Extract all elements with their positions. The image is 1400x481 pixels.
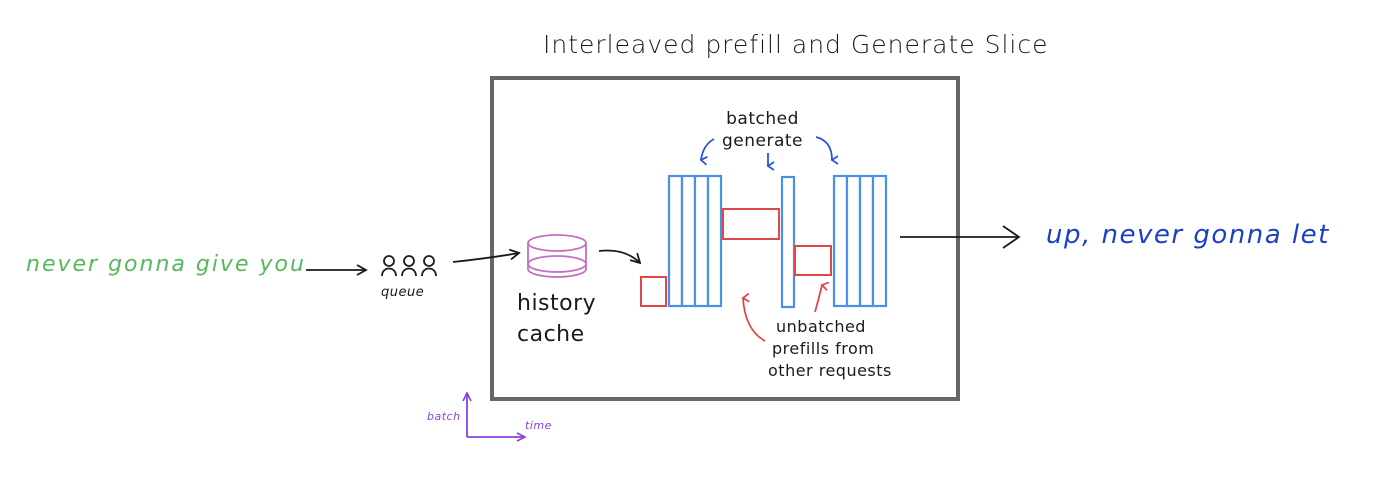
person-icon xyxy=(401,255,417,277)
unbatched-label-line3: other requests xyxy=(768,361,892,380)
input-tokens-text: never gonna give you xyxy=(26,252,306,277)
generate-bar xyxy=(871,174,888,308)
generate-bar xyxy=(832,174,849,308)
prefill-block xyxy=(640,276,667,307)
generate-bar xyxy=(780,175,796,309)
batch-axis-label: batch xyxy=(427,410,461,423)
prefill-block xyxy=(722,208,780,240)
axes-legend xyxy=(467,393,525,437)
people-queue-icon xyxy=(381,255,437,277)
red-arrow xyxy=(741,292,766,342)
batched-generate-bars xyxy=(667,174,888,309)
unbatched-label-line1: unbatched xyxy=(776,317,866,336)
generate-bar xyxy=(693,174,710,308)
queue-label: queue xyxy=(381,285,425,300)
queue-to-cache-arrow xyxy=(452,248,521,263)
unbatched-prefills-label: unbatched prefills from other requests xyxy=(768,316,892,382)
slice-frame xyxy=(490,76,960,401)
cache-to-slice-arrow xyxy=(598,249,642,265)
generate-bar xyxy=(680,174,697,308)
cache-label-line1: history xyxy=(517,291,597,316)
generate-bar xyxy=(858,174,875,308)
time-axis-label: time xyxy=(525,419,552,432)
database-cylinder-icon xyxy=(527,234,587,278)
generate-bar xyxy=(667,174,684,308)
cache-label-line2: cache xyxy=(517,322,585,347)
red-arrow xyxy=(814,281,830,313)
prefill-block xyxy=(794,245,832,276)
batched-label-line1: batched xyxy=(726,109,799,129)
blue-arrow xyxy=(699,138,715,166)
blue-arrow xyxy=(815,136,839,165)
unbatched-prefill-blocks xyxy=(640,208,832,307)
person-icon xyxy=(421,255,437,277)
person-icon xyxy=(381,255,397,277)
unbatched-label-line2: prefills from xyxy=(772,339,875,358)
diagram-title: Interleaved prefill and Generate Slice xyxy=(543,30,1049,59)
output-tokens-text: up, never gonna let xyxy=(1046,220,1330,250)
unbatched-prefill-arrows xyxy=(741,281,830,342)
batched-generate-label: batched generate xyxy=(722,108,803,152)
batched-generate-arrows xyxy=(699,136,839,171)
batched-label-line2: generate xyxy=(722,131,804,151)
generate-bar xyxy=(706,174,723,308)
generate-bar xyxy=(845,174,862,308)
history-cache-label: history cache xyxy=(517,288,596,350)
